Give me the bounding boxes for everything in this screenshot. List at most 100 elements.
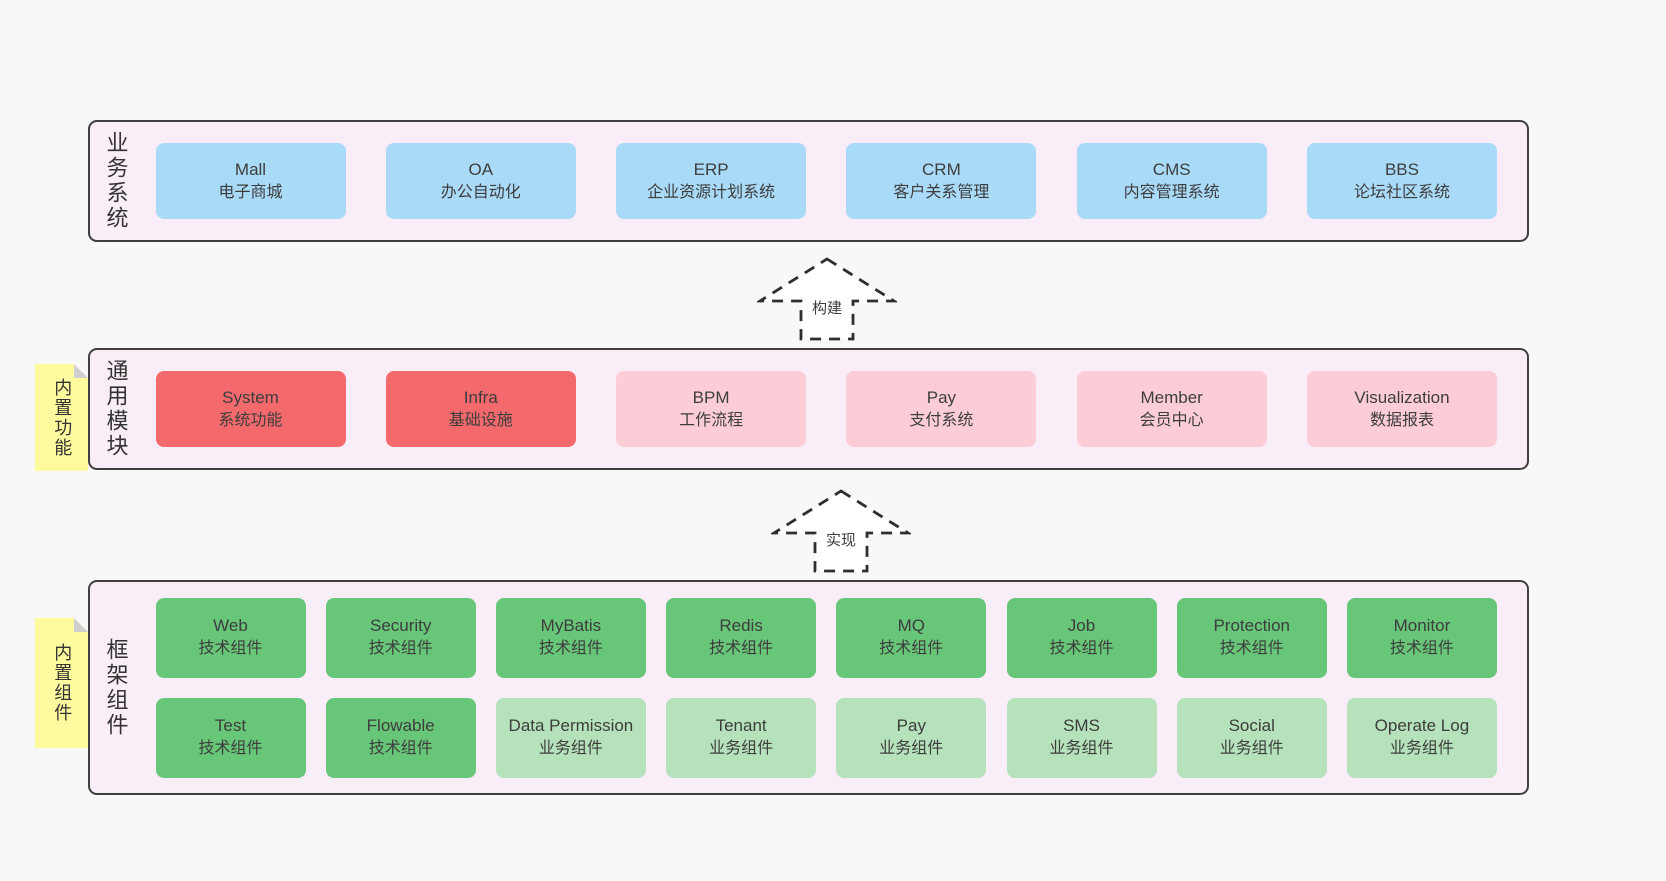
card-oa: OA 办公自动化: [385, 143, 576, 219]
card-pay-module: Pay 支付系统: [846, 371, 1037, 447]
card-bpm: BPM 工作流程: [616, 371, 807, 447]
card-mall: Mall 电子商城: [155, 143, 346, 219]
card-subtitle: 技术组件: [538, 640, 603, 658]
card-member: Member 会员中心: [1076, 371, 1267, 447]
note-built-in-features: 内置功能: [35, 364, 88, 471]
card-subtitle: 业务组件: [1049, 740, 1114, 758]
card-operate-log: Operate Log 业务组件: [1346, 697, 1497, 778]
card-bbs: BBS 论坛社区系统: [1306, 143, 1497, 219]
card-job: Job 技术组件: [1006, 597, 1157, 678]
card-monitor: Monitor 技术组件: [1346, 597, 1497, 678]
card-subtitle: 业务组件: [879, 740, 944, 758]
card-subtitle: 技术组件: [1049, 640, 1114, 658]
card-subtitle: 办公自动化: [440, 183, 521, 201]
card-subtitle: 业务组件: [1219, 740, 1284, 758]
card-subtitle: 企业资源计划系统: [647, 183, 776, 201]
card-subtitle: 客户关系管理: [893, 183, 990, 201]
card-name: Job: [1067, 616, 1096, 636]
card-subtitle: 工作流程: [679, 411, 744, 429]
implement-arrow-up: 实现: [771, 488, 911, 574]
card-name: CMS: [1152, 159, 1191, 179]
card-erp: ERP 企业资源计划系统: [616, 143, 807, 219]
card-mq: MQ 技术组件: [836, 597, 987, 678]
card-name: MyBatis: [540, 616, 602, 636]
card-name: Visualization: [1354, 387, 1450, 407]
card-protection: Protection 技术组件: [1176, 597, 1327, 678]
card-crm: CRM 客户关系管理: [846, 143, 1037, 219]
card-subtitle: 技术组件: [709, 640, 774, 658]
card-name: Pay: [926, 387, 957, 407]
card-subtitle: 技术组件: [1219, 640, 1284, 658]
card-name: Member: [1140, 387, 1203, 407]
card-subtitle: 技术组件: [368, 640, 433, 658]
card-subtitle: 电子商城: [218, 183, 283, 201]
card-name: Data Permission: [508, 716, 634, 736]
card-subtitle: 系统功能: [218, 411, 283, 429]
card-subtitle: 数据报表: [1369, 411, 1434, 429]
card-mybatis: MyBatis 技术组件: [495, 597, 646, 678]
card-name: Security: [369, 616, 432, 636]
card-name: Tenant: [715, 716, 767, 736]
card-subtitle: 技术组件: [198, 740, 263, 758]
card-name: Redis: [719, 616, 763, 636]
card-pay-component: Pay 业务组件: [836, 697, 987, 778]
card-name: Web: [213, 616, 248, 636]
section-title: 业务系统: [103, 131, 129, 231]
card-subtitle: 业务组件: [709, 740, 774, 758]
card-name: ERP: [693, 159, 729, 179]
card-name: OA: [468, 159, 494, 179]
card-subtitle: 业务组件: [1389, 740, 1454, 758]
card-tenant: Tenant 业务组件: [666, 697, 817, 778]
card-name: SMS: [1063, 716, 1100, 736]
card-subtitle: 论坛社区系统: [1353, 183, 1450, 201]
card-security: Security 技术组件: [325, 597, 476, 678]
card-name: Mall: [234, 159, 267, 179]
card-system: System 系统功能: [155, 371, 346, 447]
card-name: BBS: [1384, 159, 1419, 179]
note-built-in-components: 内置组件: [35, 618, 88, 748]
card-redis: Redis 技术组件: [666, 597, 817, 678]
card-subtitle: 会员中心: [1139, 411, 1204, 429]
section-title: 框架组件: [103, 637, 129, 738]
section-title: 通用模块: [103, 359, 129, 459]
card-name: BPM: [692, 387, 730, 407]
note-label: 内置组件: [52, 643, 73, 723]
section-framework-components: 框架组件 Web 技术组件 Security 技术组件 MyBatis 技术组件…: [88, 580, 1529, 795]
card-name: Pay: [896, 716, 926, 736]
card-name: Flowable: [366, 716, 435, 736]
card-web: Web 技术组件: [155, 597, 306, 678]
section-business-systems: 业务系统 Mall 电子商城 OA 办公自动化 ERP 企业资源计划系统 CRM…: [88, 120, 1529, 242]
card-infra: Infra 基础设施: [385, 371, 576, 447]
card-name: Infra: [463, 387, 498, 407]
card-subtitle: 内容管理系统: [1123, 183, 1220, 201]
card-name: MQ: [897, 616, 925, 636]
card-cms: CMS 内容管理系统: [1076, 143, 1267, 219]
card-subtitle: 技术组件: [368, 740, 433, 758]
card-name: System: [222, 387, 279, 407]
card-name: Protection: [1213, 616, 1290, 636]
card-subtitle: 基础设施: [448, 411, 513, 429]
card-name: Social: [1228, 716, 1275, 736]
section-common-modules: 通用模块 System 系统功能 Infra 基础设施 BPM 工作流程 Pay…: [88, 348, 1529, 470]
card-subtitle: 技术组件: [198, 640, 263, 658]
folded-corner-icon: [74, 618, 88, 632]
card-subtitle: 支付系统: [909, 411, 974, 429]
build-arrow-up: 构建: [757, 256, 897, 342]
card-visualization: Visualization 数据报表: [1306, 371, 1497, 447]
card-data-permission: Data Permission 业务组件: [495, 697, 646, 778]
card-name: Operate Log: [1374, 716, 1470, 736]
component-cards: Web 技术组件 Security 技术组件 MyBatis 技术组件 Redi…: [130, 597, 1528, 778]
card-name: Monitor: [1393, 616, 1451, 636]
card-subtitle: 技术组件: [1389, 640, 1454, 658]
card-sms: SMS 业务组件: [1006, 697, 1157, 778]
card-social: Social 业务组件: [1176, 697, 1327, 778]
arrow-label-build: 构建: [808, 296, 846, 319]
business-cards: Mall 电子商城 OA 办公自动化 ERP 企业资源计划系统 CRM 客户关系…: [130, 143, 1528, 219]
card-flowable: Flowable 技术组件: [325, 697, 476, 778]
card-subtitle: 业务组件: [538, 740, 603, 758]
card-test: Test 技术组件: [155, 697, 306, 778]
card-name: Test: [214, 716, 247, 736]
module-cards: System 系统功能 Infra 基础设施 BPM 工作流程 Pay 支付系统…: [130, 371, 1528, 447]
note-label: 内置功能: [52, 377, 73, 458]
